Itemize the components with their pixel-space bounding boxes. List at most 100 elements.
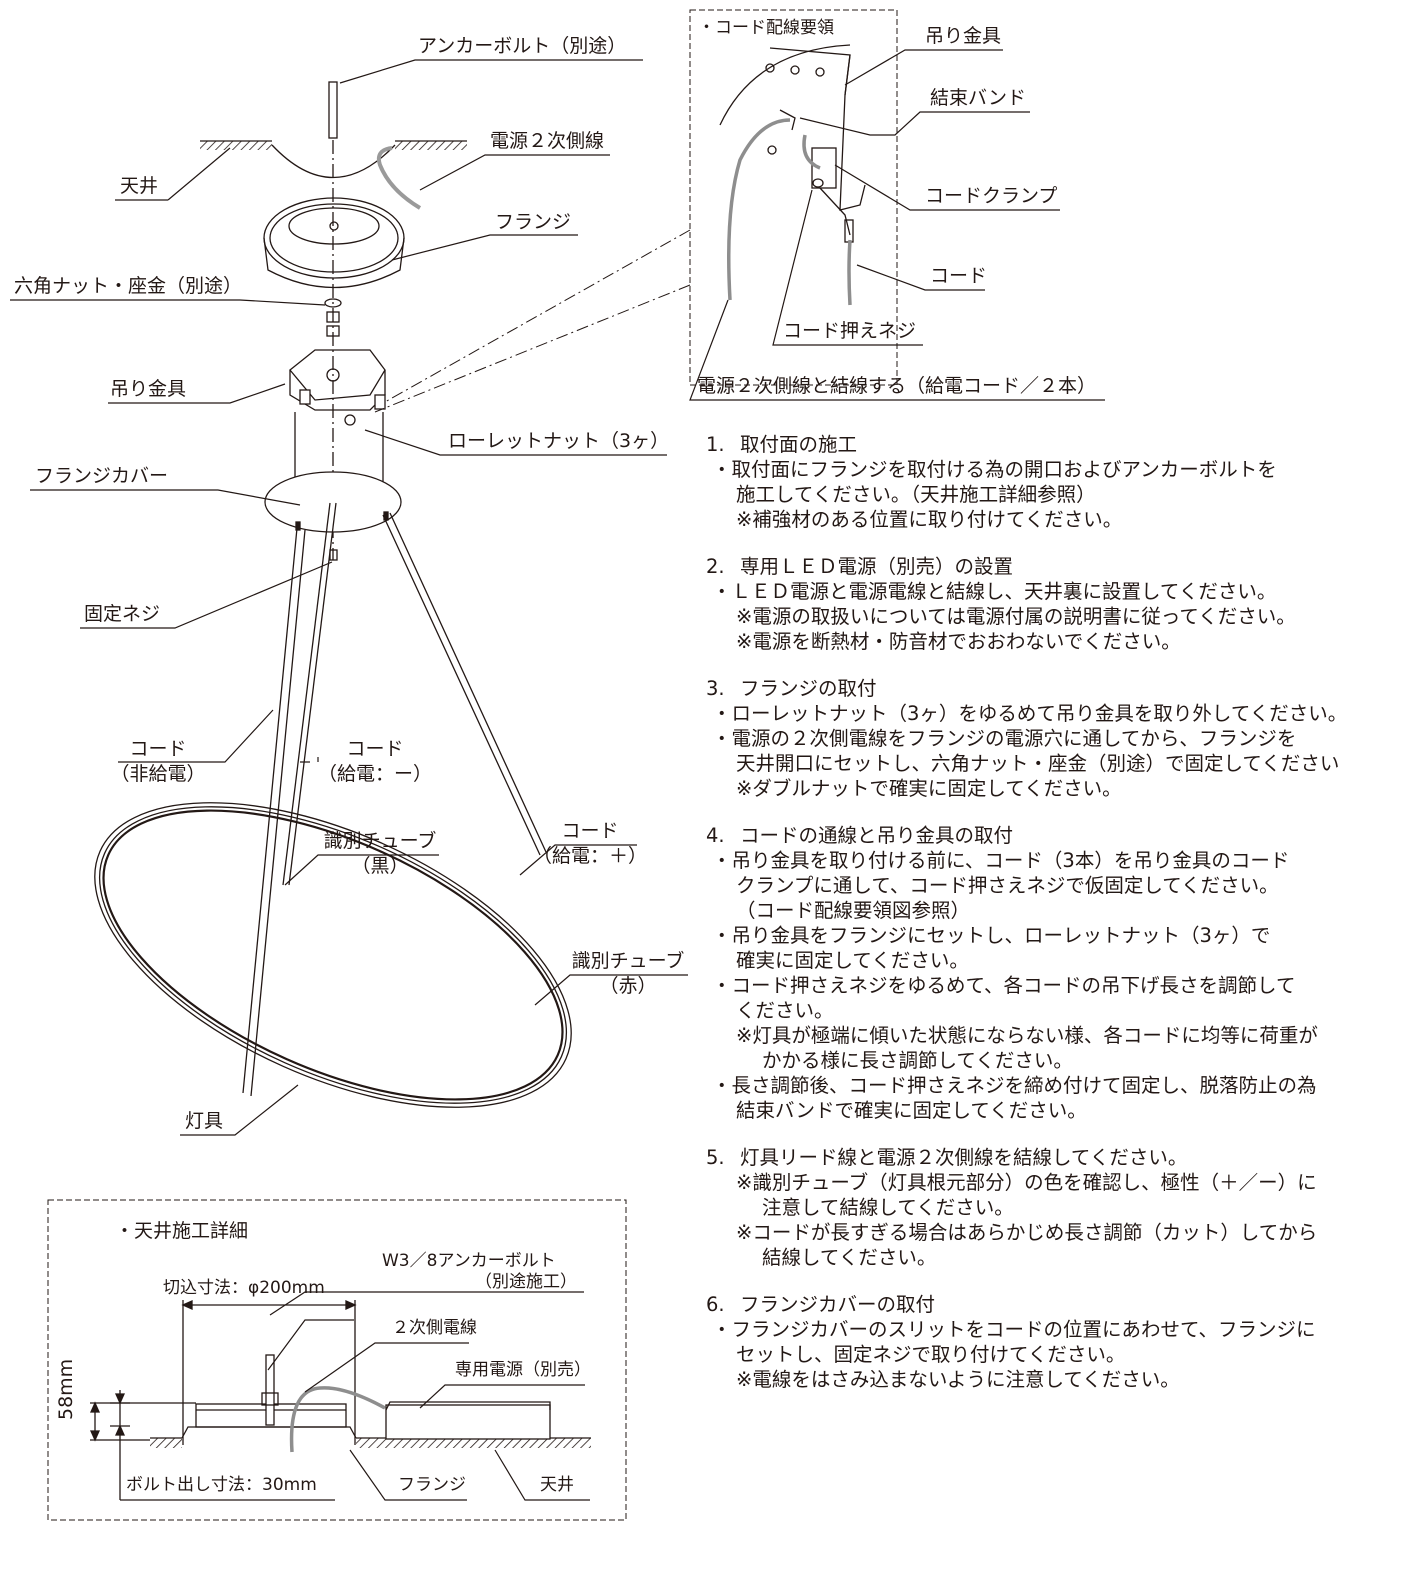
flange-drawing <box>263 197 405 289</box>
step-title-text: フランジの取付 <box>740 677 877 700</box>
ceiling-label-height: 58mm <box>55 1358 77 1420</box>
label-cord-nonfeed-sub: （非給電） <box>110 763 206 785</box>
label-hex-nut: 六角ナット・座金（別途） <box>14 275 243 297</box>
label-cord-plus: コード （給電：＋） <box>530 822 650 866</box>
step-line: ・吊り金具をフランジにセットし、ローレットナット（3ヶ）で <box>712 924 1271 947</box>
step-line: ・フランジカバーのスリットをコードの位置にあわせて、フランジに <box>712 1318 1316 1341</box>
label-hanger: 吊り金具 <box>110 378 187 400</box>
ceiling-label-secondary: ２次側電線 <box>392 1318 477 1338</box>
step-line: （コード配線要領図参照） <box>736 899 971 922</box>
wiring-detail-box <box>374 9 898 413</box>
step-line: かかる様に長さ調節してください。 <box>762 1049 1073 1072</box>
instruction-step: 6. フランジカバーの取付・フランジカバーのスリットをコードの位置にあわせて、フラ… <box>706 1292 1411 1392</box>
ceiling-detail-wire <box>289 1386 386 1453</box>
wiring-label-tie-band: 結束バンド <box>930 87 1026 109</box>
label-tube-black-main: 識別チューブ <box>323 830 437 852</box>
step-line: 確実に固定してください。 <box>736 949 969 972</box>
wiring-label-connect-note: 電源２次側線と結線する（給電コード／２本） <box>697 375 1097 397</box>
ceiling-label-anchor-sub: （別途施工） <box>475 1272 577 1292</box>
step-line: ※電源の取扱いについては電源付属の説明書に従ってください。 <box>736 605 1296 628</box>
step-line: ※コードが長すぎる場合はあらかじめ長さ調節（カット）してから <box>736 1221 1318 1244</box>
step-line: ・長さ調節後、コード押さえネジを締め付けて固定し、脱落防止の為 <box>712 1074 1317 1097</box>
label-cord-plus-sub: （給電：＋） <box>532 845 647 867</box>
ceiling-left-slab <box>200 141 272 150</box>
wiring-cord-right <box>802 134 821 170</box>
label-cord-minus-main: コード <box>346 738 404 760</box>
step-number: 6. <box>706 1293 725 1316</box>
step-title: 4. コードの通線と吊り金具の取付 <box>706 823 1411 848</box>
hanger-drawing <box>289 349 386 426</box>
label-anchor-bolt: アンカーボルト（別途） <box>418 35 627 57</box>
ceiling-label-ceiling: 天井 <box>540 1475 574 1495</box>
step-title-text: 専用ＬＥＤ電源（別売）の設置 <box>740 555 1014 578</box>
step-title: 6. フランジカバーの取付 <box>706 1292 1411 1317</box>
label-tube-black: 識別チューブ （黒） <box>318 832 442 876</box>
step-title-text: 灯具リード線と電源２次側線を結線してください。 <box>740 1146 1188 1169</box>
step-number: 5. <box>706 1146 725 1169</box>
step-line: ください。 <box>736 999 834 1022</box>
ceiling-label-flange: フランジ <box>398 1475 466 1495</box>
ceiling-label-psu: 専用電源（別売） <box>455 1360 591 1380</box>
label-cord-minus-sub: （給電：ー） <box>317 763 432 785</box>
step-line: クランプに通して、コード押さえネジで仮固定してください。 <box>736 874 1279 897</box>
step-line: 天井開口にセットし、六角ナット・座金（別途）で固定してください <box>736 752 1340 775</box>
label-cord-nonfeed: コード （非給電） <box>108 740 208 784</box>
step-title-text: 取付面の施工 <box>740 433 858 456</box>
label-fixing-screw: 固定ネジ <box>84 603 161 625</box>
label-cord-nonfeed-main: コード <box>129 738 187 760</box>
wiring-cord-down <box>847 239 852 306</box>
step-line: 結束バンドで確実に固定してください。 <box>736 1099 1087 1122</box>
step-number: 4. <box>706 824 725 847</box>
label-secondary-wire: 電源２次側線 <box>490 130 605 152</box>
label-cord-minus: コード （給電：ー） <box>315 740 435 784</box>
label-tube-red-main: 識別チューブ <box>571 950 685 972</box>
step-line: ・ＬＥＤ電源と電源電線と結線し、天井裏に設置してください。 <box>712 580 1277 603</box>
step-title: 5. 灯具リード線と電源２次側線を結線してください。 <box>706 1145 1411 1170</box>
label-knurled-nut: ローレットナット（3ヶ） <box>448 430 670 452</box>
wiring-detail-title: ・コード配線要領 <box>698 18 834 38</box>
step-line: ・ローレットナット（3ヶ）をゆるめて吊り金具を取り外してください。 <box>712 702 1348 725</box>
step-line: ・電源の２次側電線をフランジの電源穴に通してから、フランジを <box>712 727 1297 750</box>
instruction-step: 4. コードの通線と吊り金具の取付・吊り金具を取り付ける前に、コード（3本）を吊り… <box>706 823 1411 1123</box>
step-title: 3. フランジの取付 <box>706 676 1411 701</box>
step-line: ※電線をはさみ込まないように注意してください。 <box>736 1368 1180 1391</box>
wiring-label-hanger: 吊り金具 <box>925 25 1002 47</box>
wiring-detail-drawing <box>719 44 866 243</box>
step-line: ・吊り金具を取り付ける前に、コード（3本）を吊り金具のコード <box>712 849 1290 872</box>
step-line: 施工してください。（天井施工詳細参照） <box>736 483 1096 506</box>
label-flange-cover: フランジカバー <box>35 465 169 487</box>
step-number: 1. <box>706 433 725 456</box>
instruction-step: 3. フランジの取付・ローレットナット（3ヶ）をゆるめて吊り金具を取り外してくださ… <box>706 676 1411 801</box>
wiring-label-cord-screw: コード押えネジ <box>783 320 917 342</box>
ceiling-label-cut-size: 切込寸法：φ200mm <box>163 1278 325 1298</box>
step-line: 結線してください。 <box>762 1246 937 1269</box>
instruction-step: 5. 灯具リード線と電源２次側線を結線してください。※識別チューブ（灯具根元部分）… <box>706 1145 1411 1270</box>
ceiling-detail-drawing <box>89 1299 591 1500</box>
step-title: 2.専用ＬＥＤ電源（別売）の設置 <box>706 554 1411 579</box>
step-line: 注意して結線してください。 <box>762 1196 1014 1219</box>
ceiling-right-slab <box>395 141 467 150</box>
wiring-label-cord-clamp: コードクランプ <box>925 185 1058 207</box>
suspension-cords <box>242 502 547 1097</box>
ring-fixture-drawing <box>94 802 572 1108</box>
label-cord-plus-main: コード <box>561 820 619 842</box>
anchor-bolt <box>328 81 338 139</box>
ceiling-label-bolt-length: ボルト出し寸法：30mm <box>126 1475 317 1495</box>
step-title: 1. 取付面の施工 <box>706 432 1411 457</box>
step-line: ※識別チューブ（灯具根元部分）の色を確認し、極性（＋／ー）に <box>736 1171 1317 1194</box>
step-line: ※電源を断熱材・防音材でおおわないでください。 <box>736 630 1181 653</box>
label-tube-black-sub: （黒） <box>351 855 409 877</box>
label-flange: フランジ <box>495 211 572 233</box>
wiring-label-cord: コード <box>930 265 988 287</box>
instruction-steps: 1.取付面の施工・取付面にフランジを取付ける為の開口およびアンカーボルトを施工し… <box>706 432 1411 1414</box>
ceiling-detail-box <box>47 1199 627 1521</box>
label-tube-red: 識別チューブ （赤） <box>566 952 690 996</box>
step-number: 3. <box>706 677 725 700</box>
step-line: ・コード押さえネジをゆるめて、各コードの吊下げ長さを調節して <box>712 974 1296 997</box>
step-line: ※補強材のある位置に取り付けてください。 <box>736 508 1123 531</box>
step-title-text: コードの通線と吊り金具の取付 <box>740 824 1014 847</box>
step-line: ※灯具が極端に傾いた状態にならない様、各コードに均等に荷重が <box>736 1024 1318 1047</box>
step-title-text: フランジカバーの取付 <box>740 1293 936 1316</box>
ceiling-detail-title: ・天井施工詳細 <box>115 1220 249 1242</box>
